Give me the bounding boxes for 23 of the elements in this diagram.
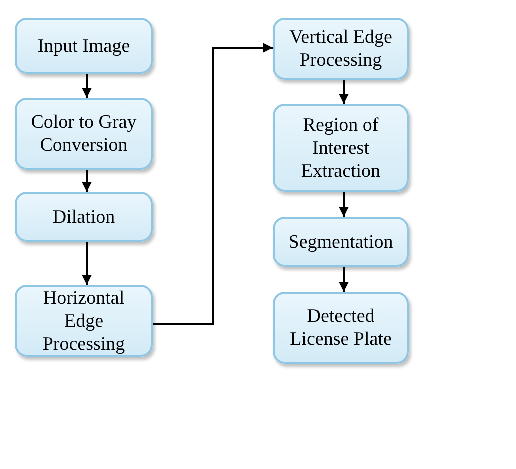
process-box	[273, 104, 409, 192]
step-label: Horizontal Edge Processing	[42, 286, 126, 356]
step-label: Vertical Edge Processing	[288, 26, 394, 72]
arrow	[153, 43, 273, 325]
arrow	[82, 170, 92, 192]
step-label: Input Image	[38, 34, 130, 58]
process-box	[15, 18, 153, 74]
step-label: Color to Gray Conversion	[30, 111, 138, 157]
arrow	[82, 74, 92, 98]
step-label: Detected License Plate	[289, 305, 393, 351]
step-label: Region of Interest Extraction	[300, 114, 382, 182]
arrow	[82, 242, 92, 285]
step-label: Dilation	[52, 206, 116, 228]
arrow	[339, 80, 349, 104]
process-box	[273, 18, 409, 80]
process-box	[273, 217, 409, 267]
process-box	[15, 285, 153, 357]
process-box	[15, 192, 153, 242]
process-box	[273, 292, 409, 364]
arrow	[339, 192, 349, 217]
arrow	[339, 267, 349, 292]
step-label: Segmentation	[288, 230, 394, 254]
process-box	[15, 98, 153, 170]
